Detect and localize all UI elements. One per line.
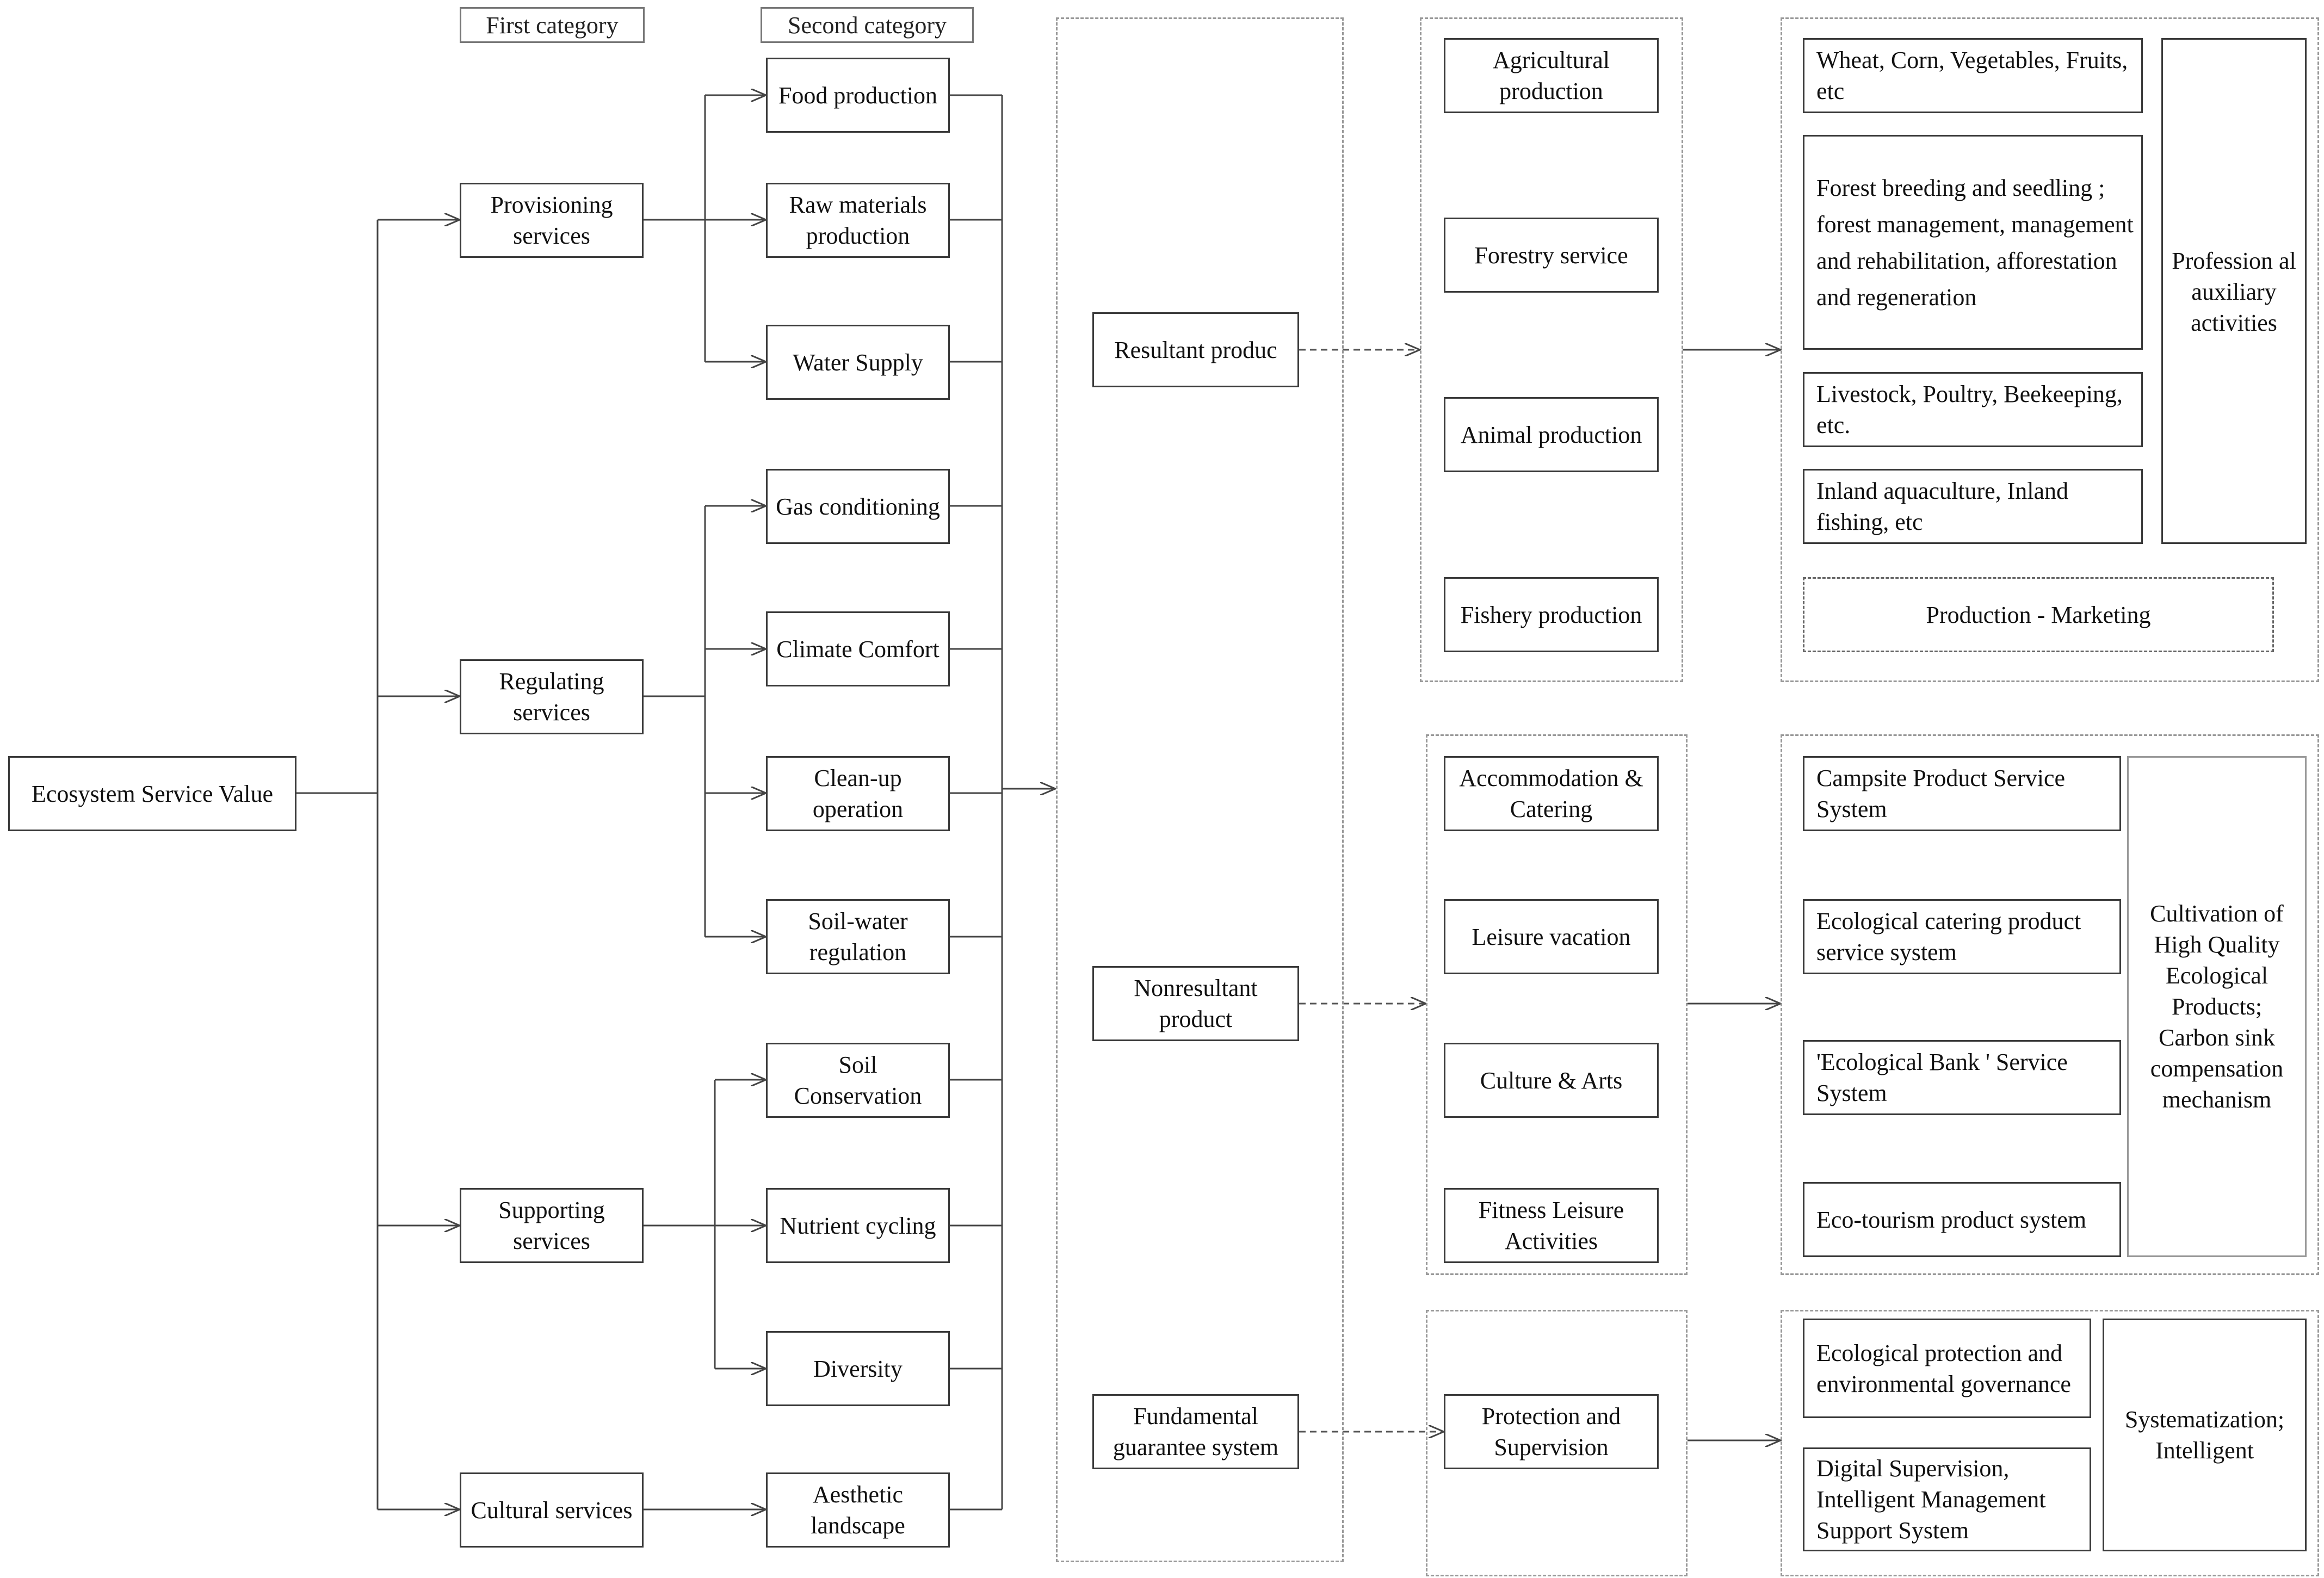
- node-supporting-services: Supporting services: [460, 1188, 644, 1263]
- detail-inland-aquaculture: Inland aquaculture, Inland fishing, etc: [1803, 469, 2143, 544]
- nonresultant-industry-group: [1426, 734, 1688, 1275]
- node-clean-up-operation: Clean-up operation: [766, 756, 950, 831]
- detail-campsite: Campsite Product Service System: [1803, 756, 2121, 831]
- detail-ecological-catering: Ecological catering product service syst…: [1803, 899, 2121, 974]
- node-provisioning-services: Provisioning services: [460, 183, 644, 258]
- node-cultural-services: Cultural services: [460, 1472, 644, 1548]
- node-nonresultant-product: Nonresultant product: [1092, 966, 1299, 1041]
- node-resultant-product: Resultant produc: [1092, 312, 1299, 387]
- detail-production-marketing: Production - Marketing: [1803, 577, 2274, 652]
- detail-professional-auxiliary: Profession al auxiliary activities: [2161, 38, 2307, 544]
- guarantee-industry-group: [1426, 1310, 1688, 1576]
- guarantee-detail-group: [1781, 1310, 2319, 1576]
- nonresultant-detail-group: [1781, 734, 2319, 1275]
- detail-cultivation-carbon-sink: Cultivation of High Quality Ecological P…: [2127, 756, 2307, 1257]
- node-raw-materials-production: Raw materials production: [766, 183, 950, 258]
- detail-digital-supervision: Digital Supervision, Intelligent Managem…: [1803, 1447, 2091, 1551]
- node-gas-conditioning: Gas conditioning: [766, 469, 950, 544]
- detail-ecological-bank: 'Ecological Bank ' Service System: [1803, 1040, 2121, 1115]
- node-climate-comfort: Climate Comfort: [766, 611, 950, 686]
- node-accommodation-catering: Accommodation & Catering: [1444, 756, 1659, 831]
- node-water-supply: Water Supply: [766, 325, 950, 400]
- detail-forest-breeding: Forest breeding and seedling ; forest ma…: [1803, 135, 2143, 350]
- node-soil-conservation: Soil Conservation: [766, 1043, 950, 1118]
- node-aesthetic-landscape: Aesthetic landscape: [766, 1472, 950, 1548]
- root-ecosystem-service-value: Ecosystem Service Value: [8, 756, 296, 831]
- header-first-category: First category: [460, 7, 645, 43]
- node-forestry-service: Forestry service: [1444, 218, 1659, 293]
- detail-eco-tourism: Eco-tourism product system: [1803, 1182, 2121, 1257]
- resultant-industry-group: [1420, 17, 1683, 682]
- node-soil-water-regulation: Soil-water regulation: [766, 899, 950, 974]
- node-food-production: Food production: [766, 58, 950, 133]
- node-fishery-production: Fishery production: [1444, 577, 1659, 652]
- detail-livestock: Livestock, Poultry, Beekeeping, etc.: [1803, 372, 2143, 447]
- product-type-panel: [1056, 17, 1344, 1562]
- resultant-detail-group: [1781, 17, 2319, 682]
- node-nutrient-cycling: Nutrient cycling: [766, 1188, 950, 1263]
- detail-ecological-protection: Ecological protection and environmental …: [1803, 1319, 2091, 1418]
- detail-systematization-intelligent: Systematization; Intelligent: [2103, 1319, 2307, 1551]
- node-regulating-services: Regulating services: [460, 659, 644, 734]
- node-agricultural-production: Agricultural production: [1444, 38, 1659, 113]
- node-diversity: Diversity: [766, 1331, 950, 1406]
- node-animal-production: Animal production: [1444, 397, 1659, 472]
- node-protection-supervision: Protection and Supervision: [1444, 1394, 1659, 1469]
- node-culture-arts: Culture & Arts: [1444, 1043, 1659, 1118]
- node-leisure-vacation: Leisure vacation: [1444, 899, 1659, 974]
- node-fitness-leisure-activities: Fitness Leisure Activities: [1444, 1188, 1659, 1263]
- detail-wheat-corn: Wheat, Corn, Vegetables, Fruits, etc: [1803, 38, 2143, 113]
- node-fundamental-guarantee-system: Fundamental guarantee system: [1092, 1394, 1299, 1469]
- header-second-category: Second category: [761, 7, 974, 43]
